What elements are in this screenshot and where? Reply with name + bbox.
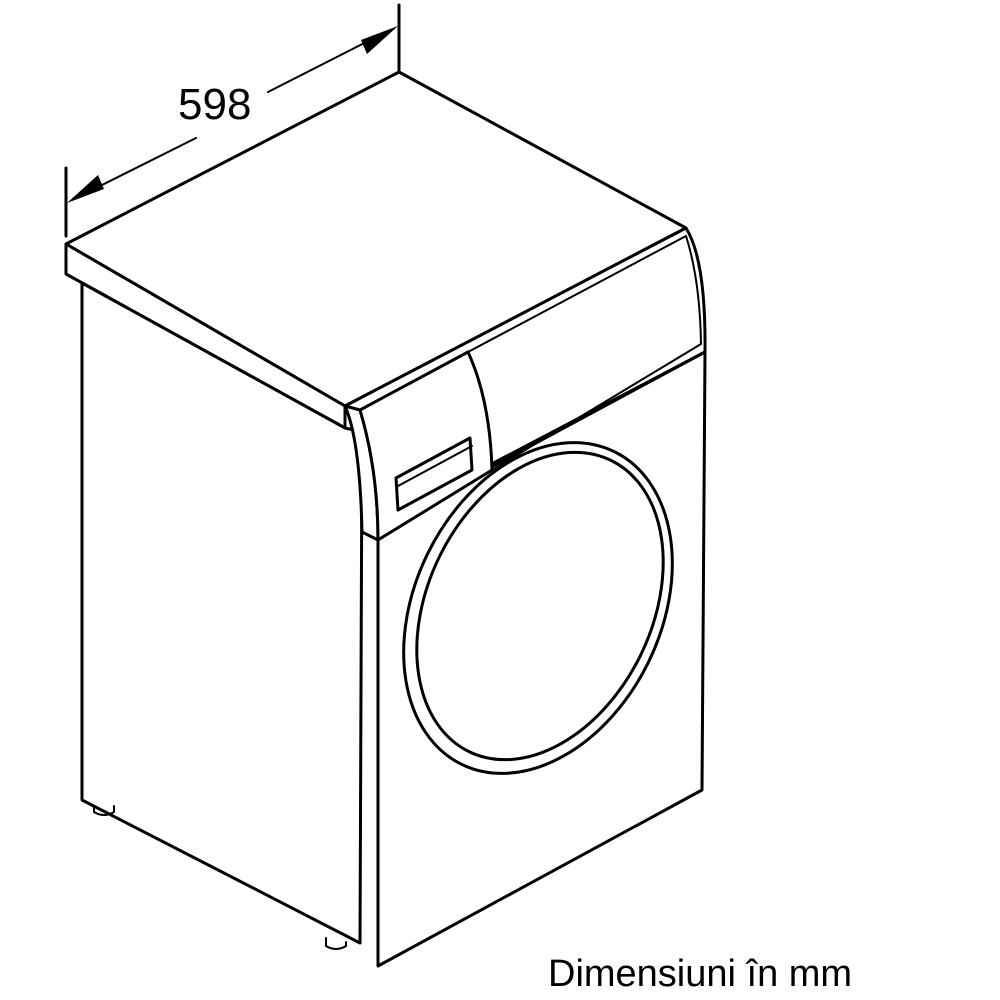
control-panel-divider [467,235,702,471]
control-panel [343,235,702,542]
foot-left-icon [93,805,115,816]
units-caption: Dimensiuni în mm [548,953,853,995]
width-dimension-label: 598 [178,80,252,129]
detergent-drawer-handle [397,445,473,487]
arrowhead-right [361,26,398,54]
foot-right-icon [325,937,347,950]
cabinet-side-panel [80,281,364,945]
door [402,441,674,775]
door-inner-glass-icon [415,450,665,762]
arrowhead-left [67,175,104,203]
width-dimension-line [64,3,401,238]
feet [93,805,347,950]
